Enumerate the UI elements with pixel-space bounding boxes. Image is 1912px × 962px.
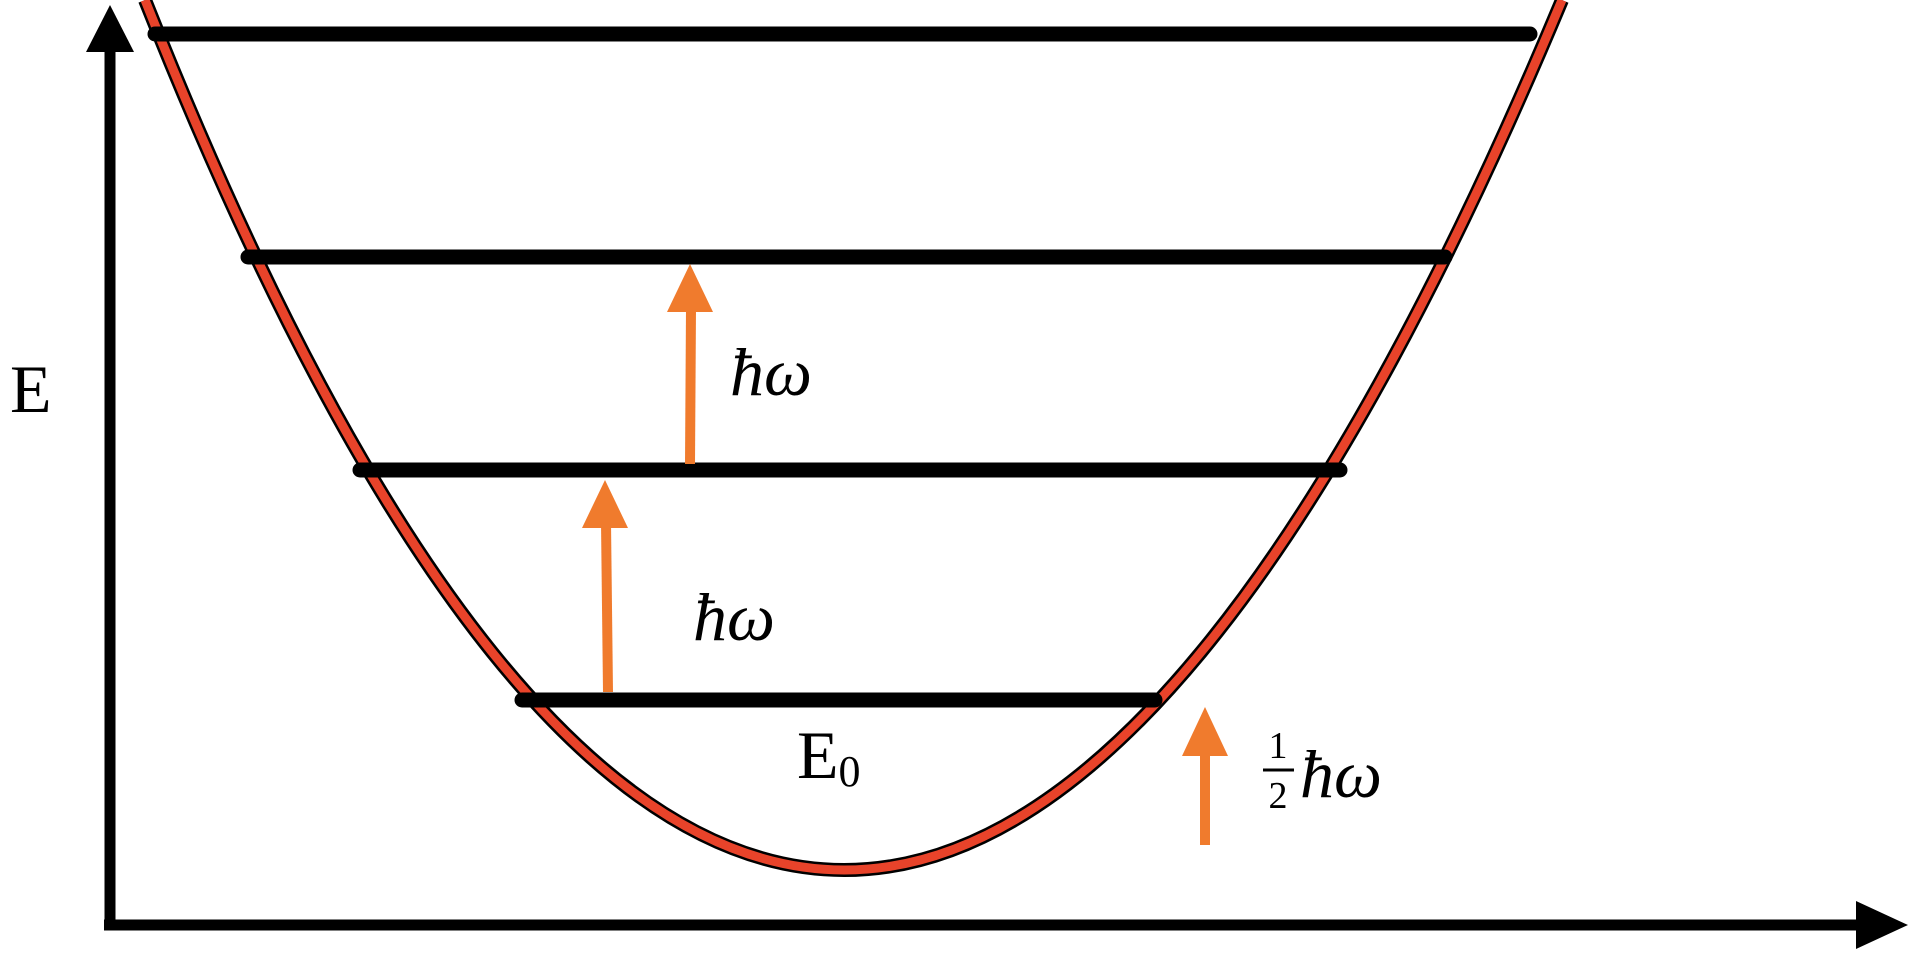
quantum-label-upper: ħω [730,334,812,410]
zero-point-symbol: ħω [1300,736,1382,812]
y-axis-arrowhead [86,5,134,52]
zero-point-numerator: 1 [1269,725,1288,767]
ground-state-symbol: E [797,717,839,793]
quantum-arrow-upper [667,264,713,465]
zero-point-denominator: 2 [1269,775,1288,817]
quantum-label-lower: ħω [693,579,775,655]
zero-point-arrow [1182,707,1228,845]
quantum-arrow-lower [582,480,628,693]
potential-curve [140,0,1567,875]
ground-state-label: E0 [797,717,861,796]
x-axis-arrowhead [1856,901,1908,949]
ground-state-subscript: 0 [839,747,861,796]
y-axis-label: E [10,351,52,427]
zero-point-label: 1 2 ħω [1263,725,1382,817]
